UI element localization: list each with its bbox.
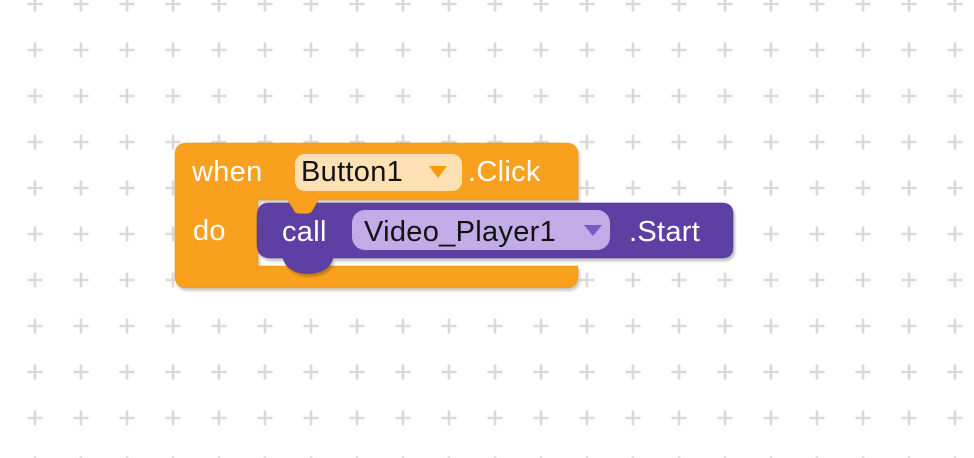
event-block-body[interactable] (174, 142, 579, 289)
method-call-block[interactable]: call Video_Player1 .Start (256, 202, 734, 275)
method-name-label: .Start (629, 216, 700, 248)
method-component-dropdown-value: Video_Player1 (364, 216, 556, 248)
call-label: call (282, 216, 327, 248)
do-label: do (193, 215, 226, 247)
method-component-dropdown-field[interactable] (352, 210, 610, 250)
event-name-label: .Click (468, 156, 541, 188)
when-label: when (191, 156, 263, 188)
method-component-dropdown[interactable]: Video_Player1 (352, 210, 610, 250)
dropdown-arrow-icon[interactable] (584, 225, 602, 236)
event-component-dropdown-field[interactable] (295, 154, 462, 191)
event-component-dropdown-value: Button1 (301, 156, 403, 188)
event-component-dropdown[interactable]: Button1 (295, 154, 462, 191)
dropdown-arrow-icon[interactable] (429, 166, 447, 178)
